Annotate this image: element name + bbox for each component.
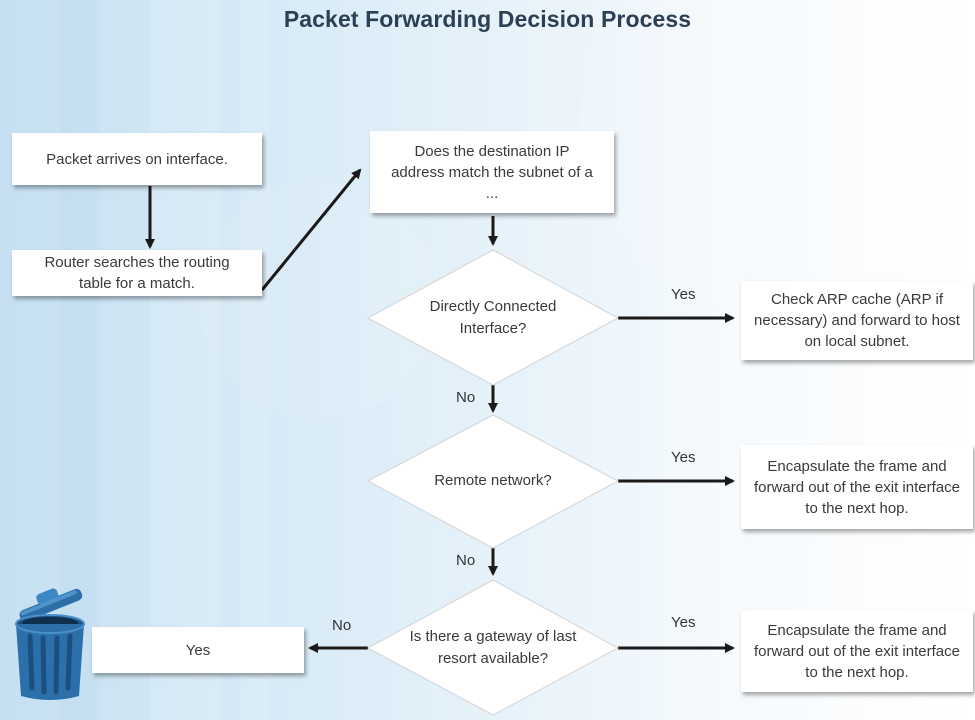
decision-diamond-direct: [366, 249, 620, 386]
box-discard: Yes: [92, 627, 304, 673]
label-yes-gateway: Yes: [671, 614, 696, 631]
box-check-arp: Check ARP cache (ARP if necessary) and f…: [741, 281, 973, 360]
decision-remote-text: Remote network?: [434, 472, 552, 489]
decision-gateway-text: Is there a gateway of last resort availa…: [409, 628, 577, 667]
label-yes-remote: Yes: [671, 449, 696, 466]
decision-diamond-gateway: [366, 579, 620, 716]
trash-can-icon: [15, 588, 85, 700]
decision-diamond-remote: [366, 414, 620, 549]
decision-direct-text: Directly Connected Interface?: [429, 298, 557, 337]
label-no-remote: No: [456, 552, 476, 569]
diagram-title: Packet Forwarding Decision Process: [283, 6, 692, 32]
box-encapsulate-remote: Encapsulate the frame and forward out of…: [741, 445, 973, 529]
box-destination-match: Does the destination IP address match th…: [370, 131, 614, 213]
box-router-searches: Router searches the routing table for a …: [12, 250, 262, 296]
box-packet-arrives: Packet arrives on interface.: [12, 133, 262, 185]
box-encapsulate-gateway: Encapsulate the frame and forward out of…: [741, 610, 973, 692]
label-yes-direct: Yes: [671, 286, 696, 303]
label-no-gateway: No: [332, 617, 352, 634]
label-no-direct: No: [456, 389, 476, 406]
arrow-search-to-match: [260, 168, 362, 291]
